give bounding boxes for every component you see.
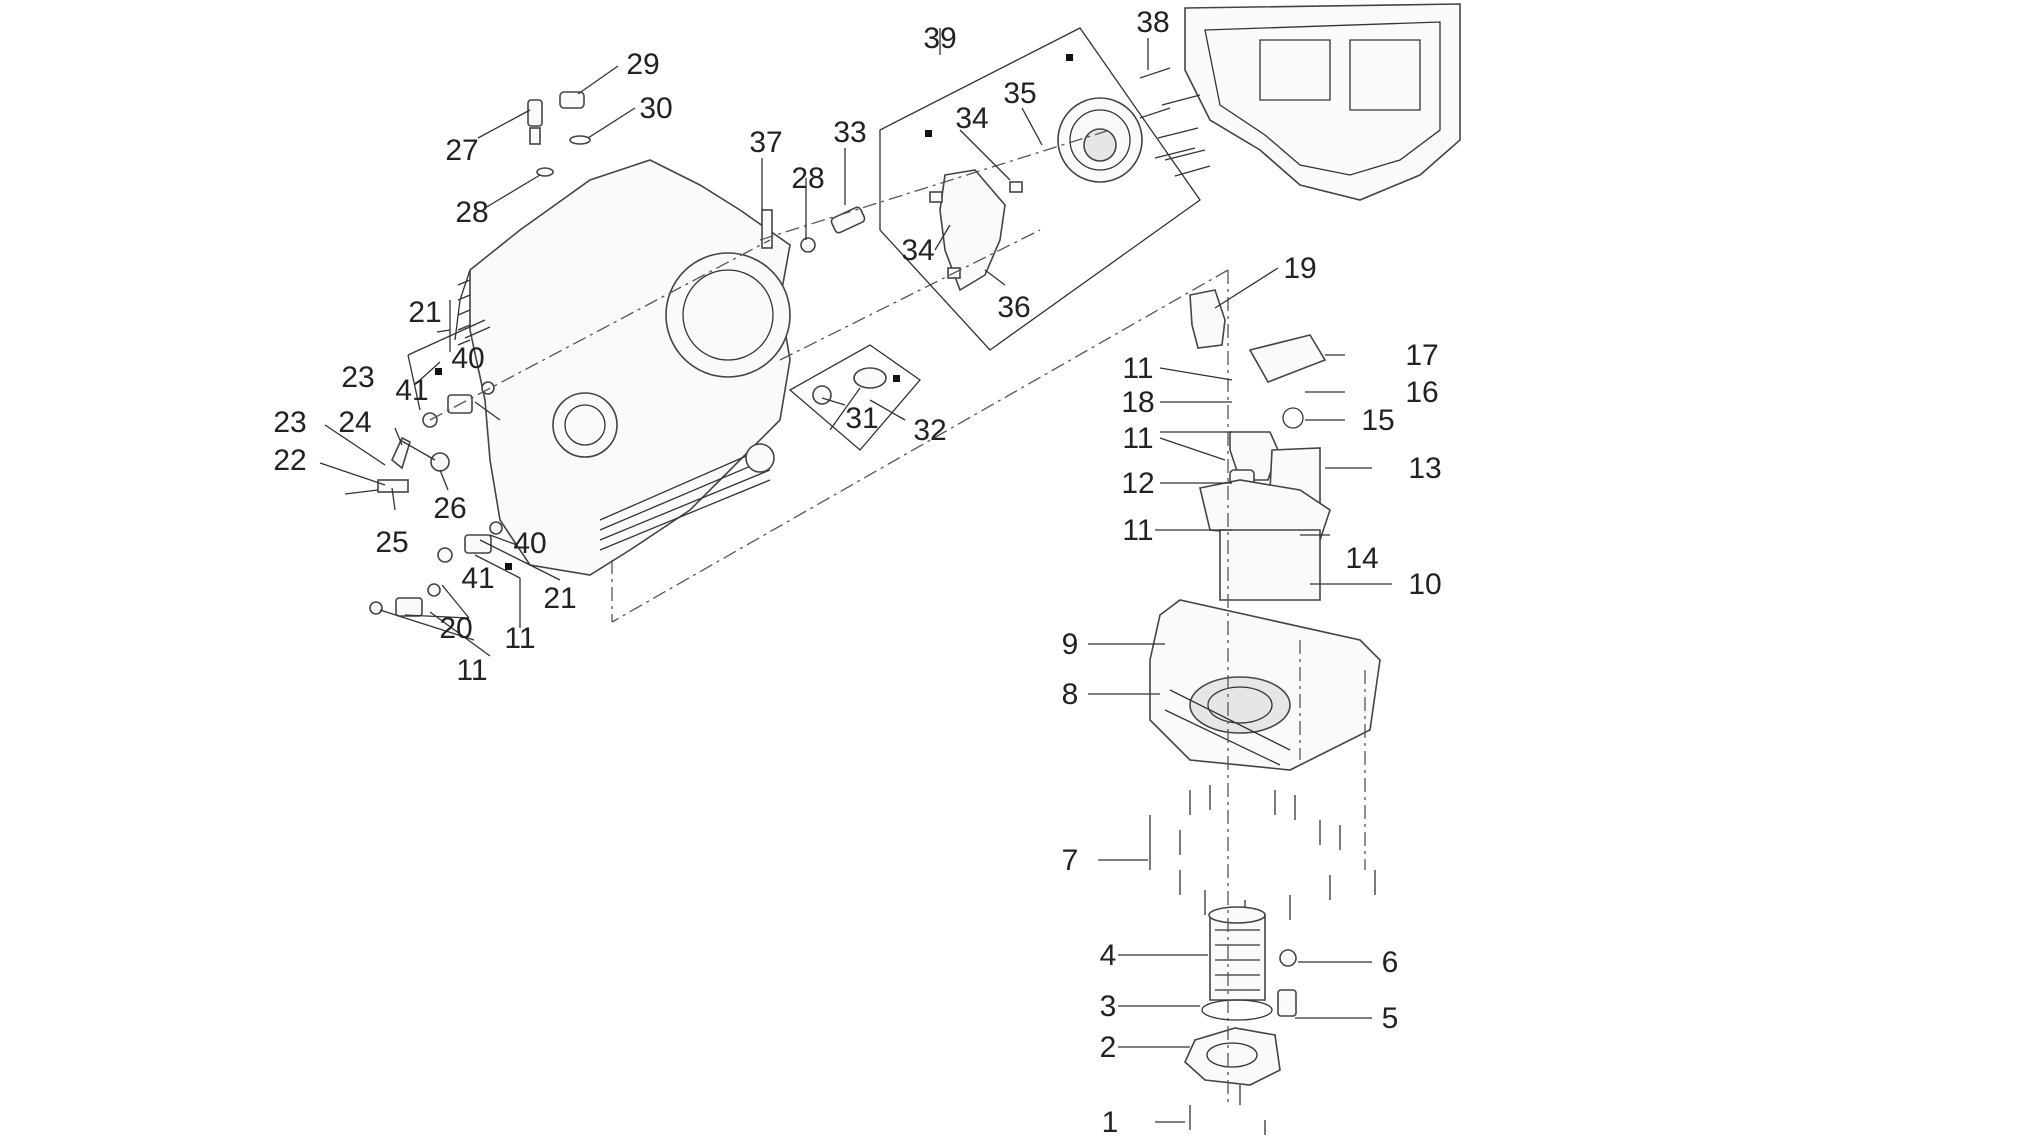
callout-11-a: 11 — [1122, 514, 1153, 547]
callout-8: 8 — [1062, 678, 1079, 711]
callout-30: 30 — [639, 92, 672, 125]
group-frames — [407, 27, 1201, 581]
callout-39: 39 — [923, 22, 956, 55]
callout-41-a: 41 — [395, 374, 428, 407]
callout-29: 29 — [626, 48, 659, 81]
callout-31: 31 — [845, 402, 878, 435]
callout-41-b: 41 — [461, 562, 494, 595]
callout-21-a: 21 — [408, 296, 441, 329]
callout-11-b: 11 — [1122, 422, 1153, 455]
plugs-left — [344, 381, 503, 617]
callout-38: 38 — [1136, 6, 1169, 39]
crankcase-half-right — [1184, 3, 1461, 201]
callout-34-b: 34 — [901, 234, 934, 267]
callout-27: 27 — [445, 134, 478, 167]
callout-26: 26 — [433, 492, 466, 525]
callout-numbers: 1 2 3 4 5 6 7 8 9 10 11 12 11 18 11 14 1… — [273, 6, 1441, 1138]
callout-40-a: 40 — [451, 342, 484, 375]
callout-25: 25 — [375, 526, 408, 559]
callout-34-a: 34 — [955, 102, 988, 135]
callout-40-b: 40 — [513, 527, 546, 560]
callout-28-a: 28 — [455, 196, 488, 229]
assembly-guidelines — [429, 129, 1366, 1105]
callout-14: 14 — [1345, 542, 1378, 575]
callout-36: 36 — [997, 291, 1030, 324]
callout-20: 20 — [439, 612, 472, 645]
callout-23-b: 23 — [341, 361, 374, 394]
callout-4: 4 — [1100, 939, 1117, 972]
callout-11-e: 11 — [504, 622, 535, 655]
callout-32: 32 — [913, 414, 946, 447]
callout-1: 1 — [1102, 1106, 1119, 1138]
callout-7: 7 — [1062, 844, 1079, 877]
callout-23-a: 23 — [273, 406, 306, 439]
callout-10: 10 — [1408, 568, 1441, 601]
callout-21-b: 21 — [543, 582, 576, 615]
sensors-top — [527, 91, 866, 253]
callout-17: 17 — [1405, 339, 1438, 372]
callout-35: 35 — [1003, 77, 1036, 110]
callout-2: 2 — [1100, 1031, 1117, 1064]
callout-6: 6 — [1382, 946, 1399, 979]
callout-3: 3 — [1100, 990, 1117, 1023]
crankcase-block — [454, 159, 791, 576]
bolts-38 — [1139, 67, 1211, 177]
callout-15: 15 — [1361, 404, 1394, 437]
oil-pump-assembly — [929, 97, 1143, 292]
leader-lines — [319, 28, 1392, 1123]
callout-5: 5 — [1382, 1002, 1399, 1035]
oil-filter-column — [1149, 289, 1381, 1135]
callout-37: 37 — [749, 126, 782, 159]
callout-11-c: 11 — [1122, 352, 1153, 385]
callout-33: 33 — [833, 116, 866, 149]
callout-13: 13 — [1408, 452, 1441, 485]
callout-24: 24 — [338, 406, 371, 439]
callout-22: 22 — [273, 444, 306, 477]
callout-18: 18 — [1121, 386, 1154, 419]
reference-markers — [435, 54, 1073, 570]
callout-28-b: 28 — [791, 162, 824, 195]
callout-9: 9 — [1062, 628, 1079, 661]
callout-19: 19 — [1283, 252, 1316, 285]
callout-11-d: 11 — [456, 654, 487, 687]
callout-16: 16 — [1405, 376, 1438, 409]
callout-12: 12 — [1121, 467, 1154, 500]
